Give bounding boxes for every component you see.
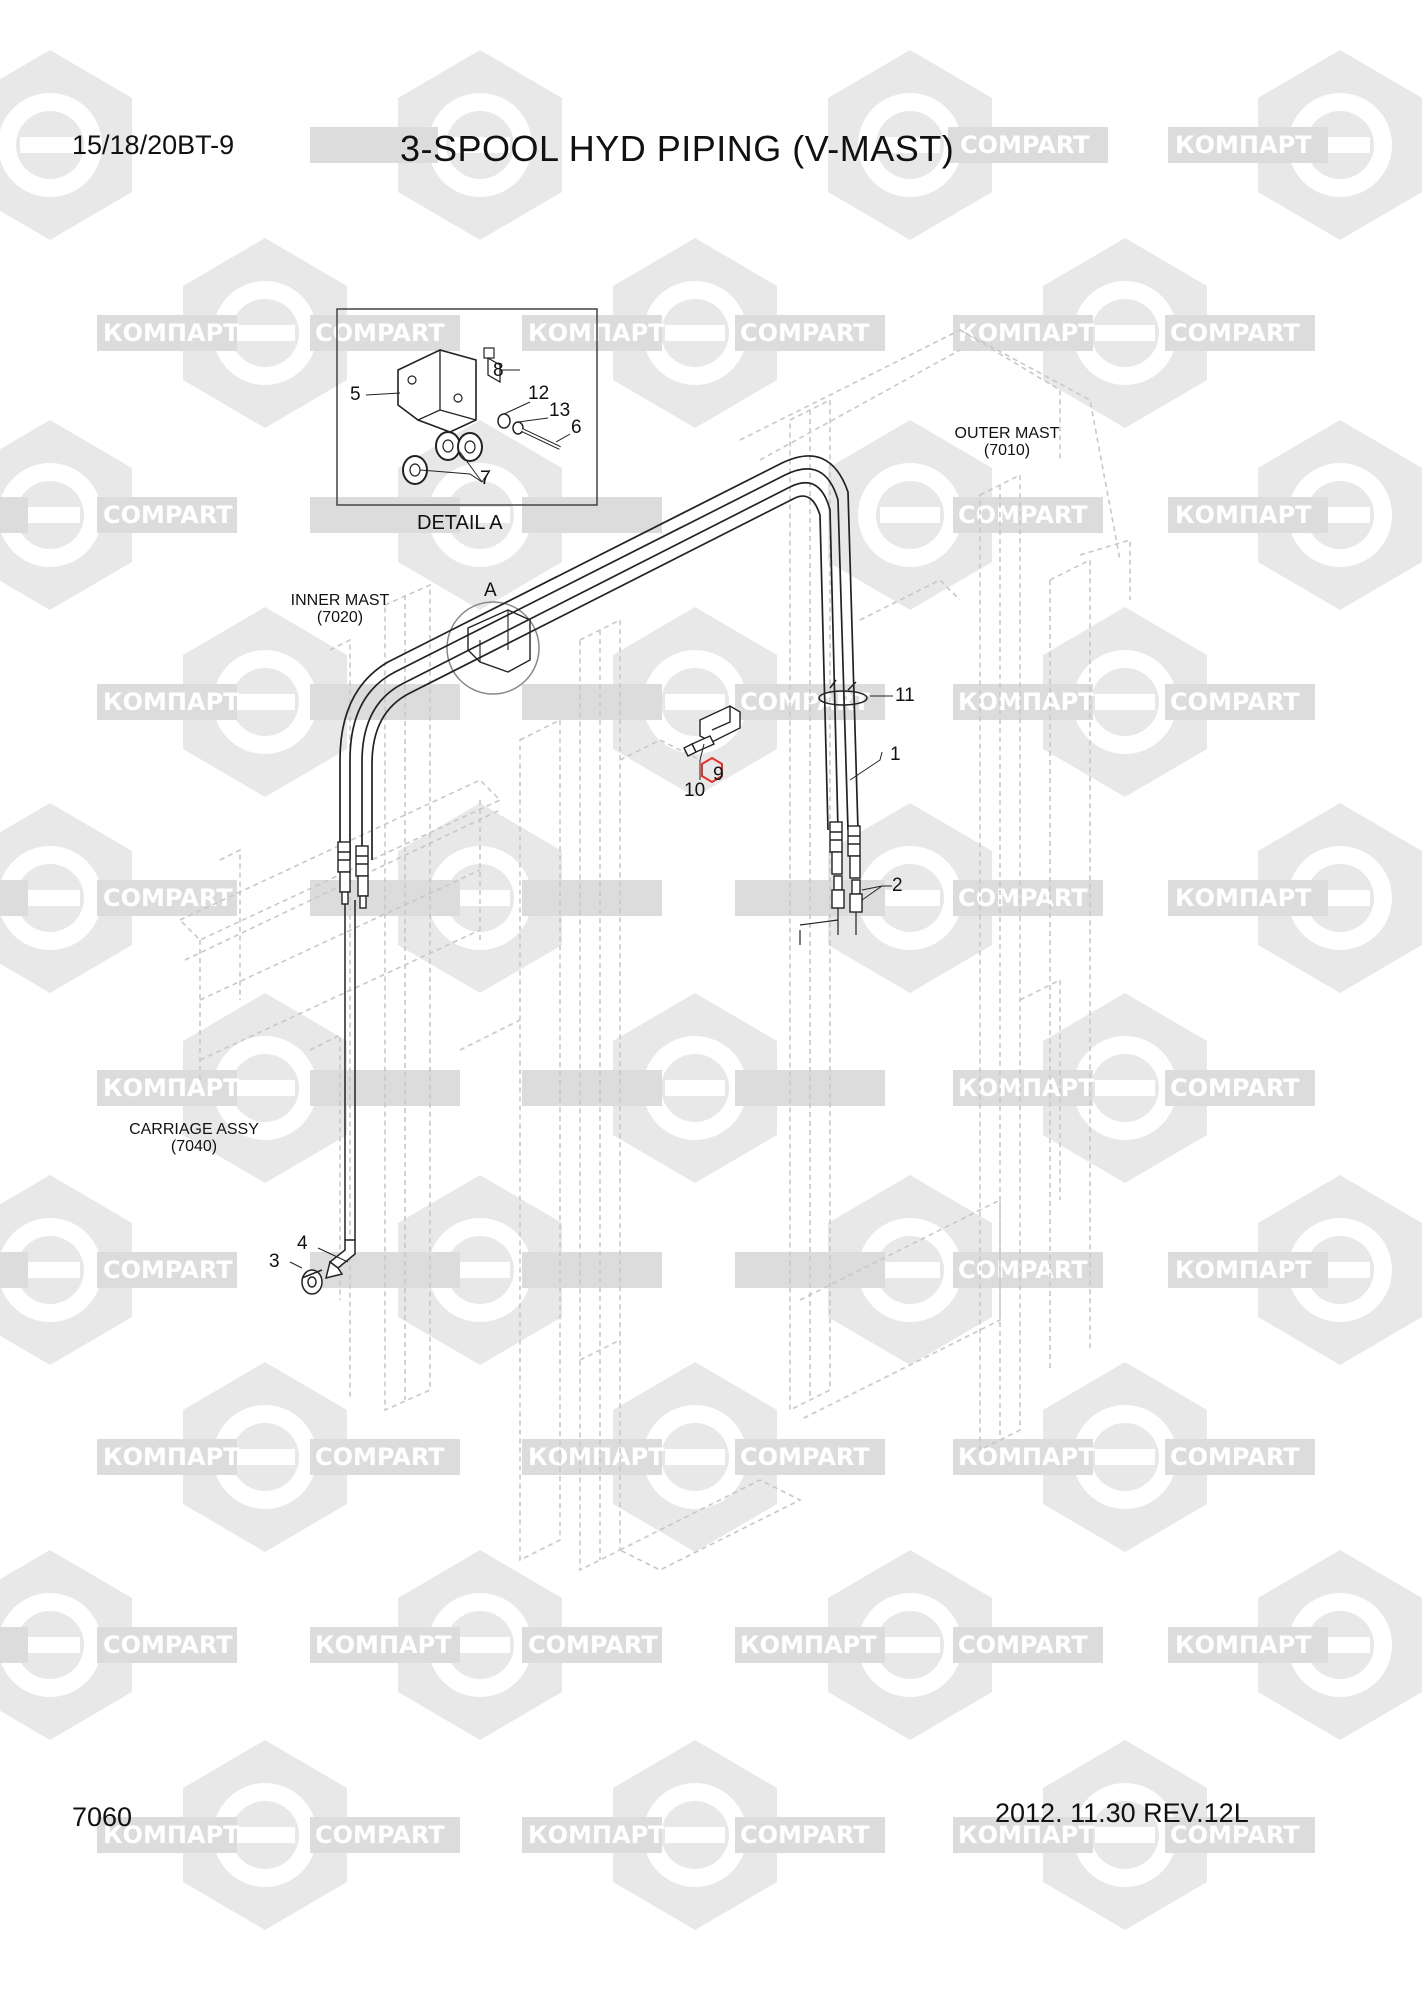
watermark-label: КОМПАРТ <box>958 1821 1095 1849</box>
watermark-label: COMPART <box>315 1821 445 1849</box>
watermark-label: COMPART <box>1170 688 1300 716</box>
watermark-label: КОМПАРТ <box>958 319 1095 347</box>
watermark-label: COMPART <box>528 1631 658 1659</box>
assembly-ref: (7040) <box>170 1138 218 1155</box>
elbow-and-nut <box>301 1239 356 1295</box>
watermark-label: КОМПАРТ <box>1175 131 1312 159</box>
watermark-label: COMPART <box>103 1256 233 1284</box>
watermark-label: КОМПАРТ <box>1175 1256 1312 1284</box>
watermark-label: КОМПАРТ <box>1175 1631 1312 1659</box>
callout-7: 7 <box>480 468 491 489</box>
callout-8: 8 <box>493 360 504 381</box>
watermark-label: КОМПАРТ <box>103 1821 240 1849</box>
callout-1: 1 <box>890 744 901 765</box>
right-hose-fittings <box>829 821 863 913</box>
watermark-label: КОМПАРТ <box>103 1443 240 1471</box>
callout-11: 11 <box>895 685 915 706</box>
watermark-label: COMPART <box>740 1821 870 1849</box>
watermark-label: COMPART <box>1170 319 1300 347</box>
mast-structure-ghost <box>178 329 1131 1572</box>
callout-12: 12 <box>528 383 550 404</box>
callout-13: 13 <box>549 400 571 421</box>
watermark-label: COMPART <box>958 501 1088 529</box>
band-clamp <box>818 679 868 706</box>
detail-marker-letter: A <box>484 580 497 601</box>
watermark-label: КОМПАРТ <box>740 1631 877 1659</box>
watermark-label: КОМПАРТ <box>103 688 240 716</box>
revision-date: 2012. 11.30 REV.12L <box>995 1798 1249 1828</box>
watermark-label: COMPART <box>1170 1074 1300 1102</box>
callout-6: 6 <box>571 417 582 438</box>
watermark-label: COMPART <box>958 1256 1088 1284</box>
watermark-label: COMPART <box>1170 1443 1300 1471</box>
watermark-label: COMPART <box>960 131 1090 159</box>
watermark-label: COMPART <box>315 319 445 347</box>
watermark-label: COMPART <box>958 884 1088 912</box>
watermark-label: COMPART <box>315 1443 445 1471</box>
callout-10: 10 <box>684 780 706 801</box>
right-pipe-ends <box>799 908 857 945</box>
watermark-label: COMPART <box>740 688 870 716</box>
page-number: 7060 <box>72 1802 133 1832</box>
callout-2: 2 <box>892 875 903 896</box>
callout-leaders <box>289 695 893 1269</box>
assembly-name: CARRIAGE ASSY <box>129 1121 259 1138</box>
callout-9: 9 <box>713 764 724 785</box>
detail-a-box <box>336 308 598 506</box>
detail-a-marker <box>446 601 540 695</box>
watermark-label: COMPART <box>103 1631 233 1659</box>
callout-4: 4 <box>297 1233 308 1254</box>
watermark-label: КОМПАРТ <box>958 688 1095 716</box>
highlight-hex-icon <box>701 756 723 784</box>
model-code: 15/18/20BT-9 <box>72 130 235 160</box>
page-title: 3-SPOOL HYD PIPING (V-MAST) <box>400 128 955 169</box>
watermark-label: КОМПАРТ <box>1175 884 1312 912</box>
callout-3: 3 <box>269 1251 280 1272</box>
watermark-label: КОМПАРТ <box>103 1074 240 1102</box>
watermark-label: COMPART <box>740 319 870 347</box>
assembly-ref: (7010) <box>983 442 1031 459</box>
watermark-label: COMPART <box>103 884 233 912</box>
hose-clip <box>683 705 741 784</box>
watermark-label: КОМПАРТ <box>958 1074 1095 1102</box>
inner-mast-label: INNER MAST (7020) <box>285 592 395 626</box>
assembly-name: OUTER MAST <box>954 425 1060 442</box>
watermark-label: COMPART <box>740 1443 870 1471</box>
watermark-label: КОМПАРТ <box>528 1821 665 1849</box>
watermark-label: КОМПАРТ <box>103 319 240 347</box>
watermark-label: КОМПАРТ <box>315 1631 452 1659</box>
carriage-label: CARRIAGE ASSY (7040) <box>124 1121 264 1155</box>
watermark-label: COMPART <box>103 501 233 529</box>
hydraulic-hoses <box>339 455 859 1240</box>
left-hose-fittings <box>337 841 369 909</box>
watermark-label: КОМПАРТ <box>1175 501 1312 529</box>
watermark-label: КОМПАРТ <box>528 1443 665 1471</box>
callout-5: 5 <box>350 384 361 405</box>
assembly-name: INNER MAST <box>290 592 390 609</box>
assembly-ref: (7020) <box>316 609 364 626</box>
watermark-label: COMPART <box>1170 1821 1300 1849</box>
outer-mast-label: OUTER MAST (7010) <box>952 425 1062 459</box>
watermark-label: КОМПАРТ <box>958 1443 1095 1471</box>
watermark-pattern: COMPART КОМПАРТ КОМПАРТ COMPART КОМПАРТ … <box>0 50 1422 1930</box>
watermark-label: COMPART <box>958 1631 1088 1659</box>
detail-caption: DETAIL A <box>417 512 503 534</box>
